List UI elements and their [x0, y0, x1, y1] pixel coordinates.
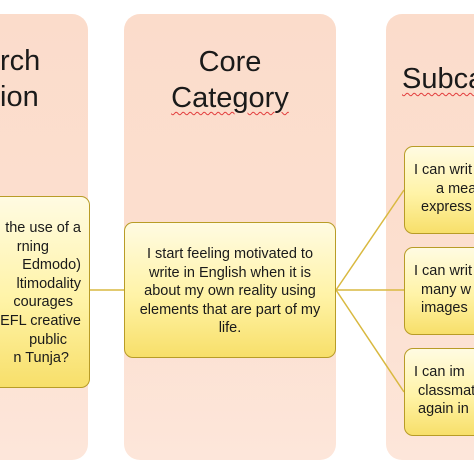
subcategory-line: express	[421, 199, 472, 216]
research-question-line: rning	[16, 238, 49, 255]
research-question-box: the use of a rning Edmodo) ltimodality c…	[0, 196, 90, 388]
subcategory-line: again in	[418, 401, 469, 418]
connector-core-sub1	[335, 189, 405, 291]
core-category-title-line1: Core	[198, 46, 262, 78]
subcategory-line: I can im	[414, 364, 465, 380]
subcategory-line: images	[421, 300, 468, 317]
core-category-box: I start feeling motivated to write in En…	[124, 222, 336, 358]
research-question-line: public	[29, 331, 67, 348]
subcategory-line: a mea	[436, 180, 474, 197]
core-category-line: write in English when it is	[149, 264, 311, 281]
core-category-line: elements that are part of my	[139, 301, 321, 318]
core-category-line: about my own reality using	[144, 283, 316, 300]
subcategory-box-1: I can writ a mea express	[404, 146, 474, 234]
subcategory-line: I can writ	[414, 263, 473, 279]
subcategory-title: Subca	[402, 63, 474, 95]
research-question-title-line2: ion	[0, 81, 39, 113]
research-question-line: the use of a	[5, 220, 81, 236]
subcategory-box-2: I can writ many w images	[404, 247, 474, 335]
core-category-title: Core Category	[124, 44, 336, 116]
connector-core-sub3	[335, 289, 405, 393]
core-category-line: life.	[218, 320, 242, 337]
subcategory-line: classmate	[418, 382, 474, 399]
core-category-line: I start feeling motivated to	[146, 246, 314, 262]
subcategory-box-3: I can im classmate again in	[404, 348, 474, 436]
research-question-line: n Tunja?	[13, 350, 69, 367]
research-question-title-line1: rch	[0, 45, 41, 77]
subcategory-line: many w	[421, 281, 471, 298]
research-question-line: courages	[13, 294, 73, 311]
research-question-line: Edmodo)	[22, 257, 81, 274]
subcategory-line: I can writ	[414, 162, 473, 178]
research-question-line: ltimodality	[16, 275, 81, 292]
research-question-line: EFL creative	[0, 312, 81, 329]
core-category-title-line2: Category	[171, 82, 289, 114]
